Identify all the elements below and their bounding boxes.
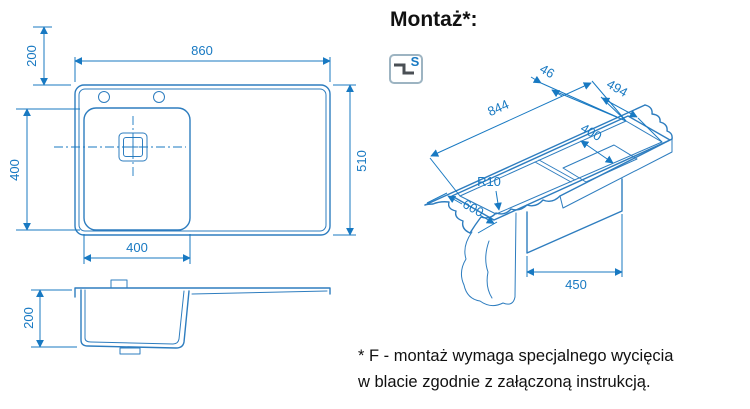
bowl-underside bbox=[526, 178, 623, 254]
dim-400-bottom: 400 bbox=[83, 234, 191, 264]
dim-400-iso: 400 bbox=[578, 120, 614, 164]
worktop-back-edge bbox=[424, 104, 646, 206]
worktop-front-face bbox=[559, 138, 673, 209]
mounting-system-icon: S bbox=[389, 54, 423, 84]
dim-844-label: 844 bbox=[485, 97, 511, 120]
side-bowl-inner bbox=[84, 289, 185, 345]
worktop-front-edge bbox=[559, 138, 673, 197]
faucet-hole-right bbox=[153, 91, 165, 103]
worktop-left-torn-edge bbox=[424, 201, 471, 234]
torn-panel-texture bbox=[485, 240, 493, 299]
torn-front-panel bbox=[460, 212, 517, 307]
dim-510: 510 bbox=[333, 84, 369, 236]
bowl-divider bbox=[534, 159, 576, 183]
faucet-hole-left bbox=[98, 91, 110, 103]
side-view: 200 bbox=[21, 279, 331, 355]
bowl-bottom-hint bbox=[562, 144, 638, 183]
side-drainer-line bbox=[191, 290, 328, 295]
mounting-footnote: * F - montaż wymaga specjalnego wycięcia… bbox=[358, 344, 742, 395]
dim-r10-label: R10 bbox=[477, 174, 501, 189]
orthographic-views: 860 510 200 400 bbox=[7, 26, 369, 355]
dim-200-top: 200 bbox=[24, 26, 71, 86]
dim-860-label: 860 bbox=[191, 43, 213, 58]
dim-494-label: 494 bbox=[604, 76, 630, 100]
mounting-step-icon bbox=[394, 63, 414, 75]
sink-outline bbox=[74, 84, 331, 236]
worktop-right-torn-edge bbox=[644, 104, 673, 140]
worktop-front-torn-edge bbox=[469, 195, 561, 234]
dim-860: 860 bbox=[74, 43, 331, 82]
dim-450: 450 bbox=[526, 214, 623, 292]
side-top-surface bbox=[74, 287, 331, 298]
bowl-outline bbox=[83, 107, 191, 231]
isometric-cutout-view: 844 46 494 400 R10 600 bbox=[424, 61, 673, 307]
sink-inner-outline bbox=[78, 88, 327, 232]
side-bowl-outer bbox=[80, 289, 190, 349]
footnote-line-2: w blacie zgodnie z załączoną instrukcją. bbox=[358, 372, 651, 391]
dim-r10: R10 bbox=[477, 174, 502, 211]
dim-400-bottom-label: 400 bbox=[126, 240, 148, 255]
dim-400-left: 400 bbox=[7, 108, 80, 231]
mounting-icon-letter: S bbox=[411, 56, 420, 69]
dim-450-label: 450 bbox=[565, 277, 587, 292]
dim-200-side: 200 bbox=[21, 289, 77, 348]
side-drain-stub bbox=[119, 347, 141, 355]
section-title: Montaż*: bbox=[390, 8, 478, 31]
side-tap-block bbox=[110, 279, 128, 289]
dim-200-side-label: 200 bbox=[21, 307, 36, 329]
dim-400-left-label: 400 bbox=[7, 159, 22, 181]
dim-46-label: 46 bbox=[537, 61, 557, 81]
dim-510-label: 510 bbox=[354, 150, 369, 172]
dim-494: 494 bbox=[600, 76, 663, 143]
footnote-line-1: * F - montaż wymaga specjalnego wycięcia bbox=[358, 347, 674, 365]
top-view: 860 510 200 400 bbox=[7, 26, 369, 264]
dim-200-top-label: 200 bbox=[24, 45, 39, 67]
